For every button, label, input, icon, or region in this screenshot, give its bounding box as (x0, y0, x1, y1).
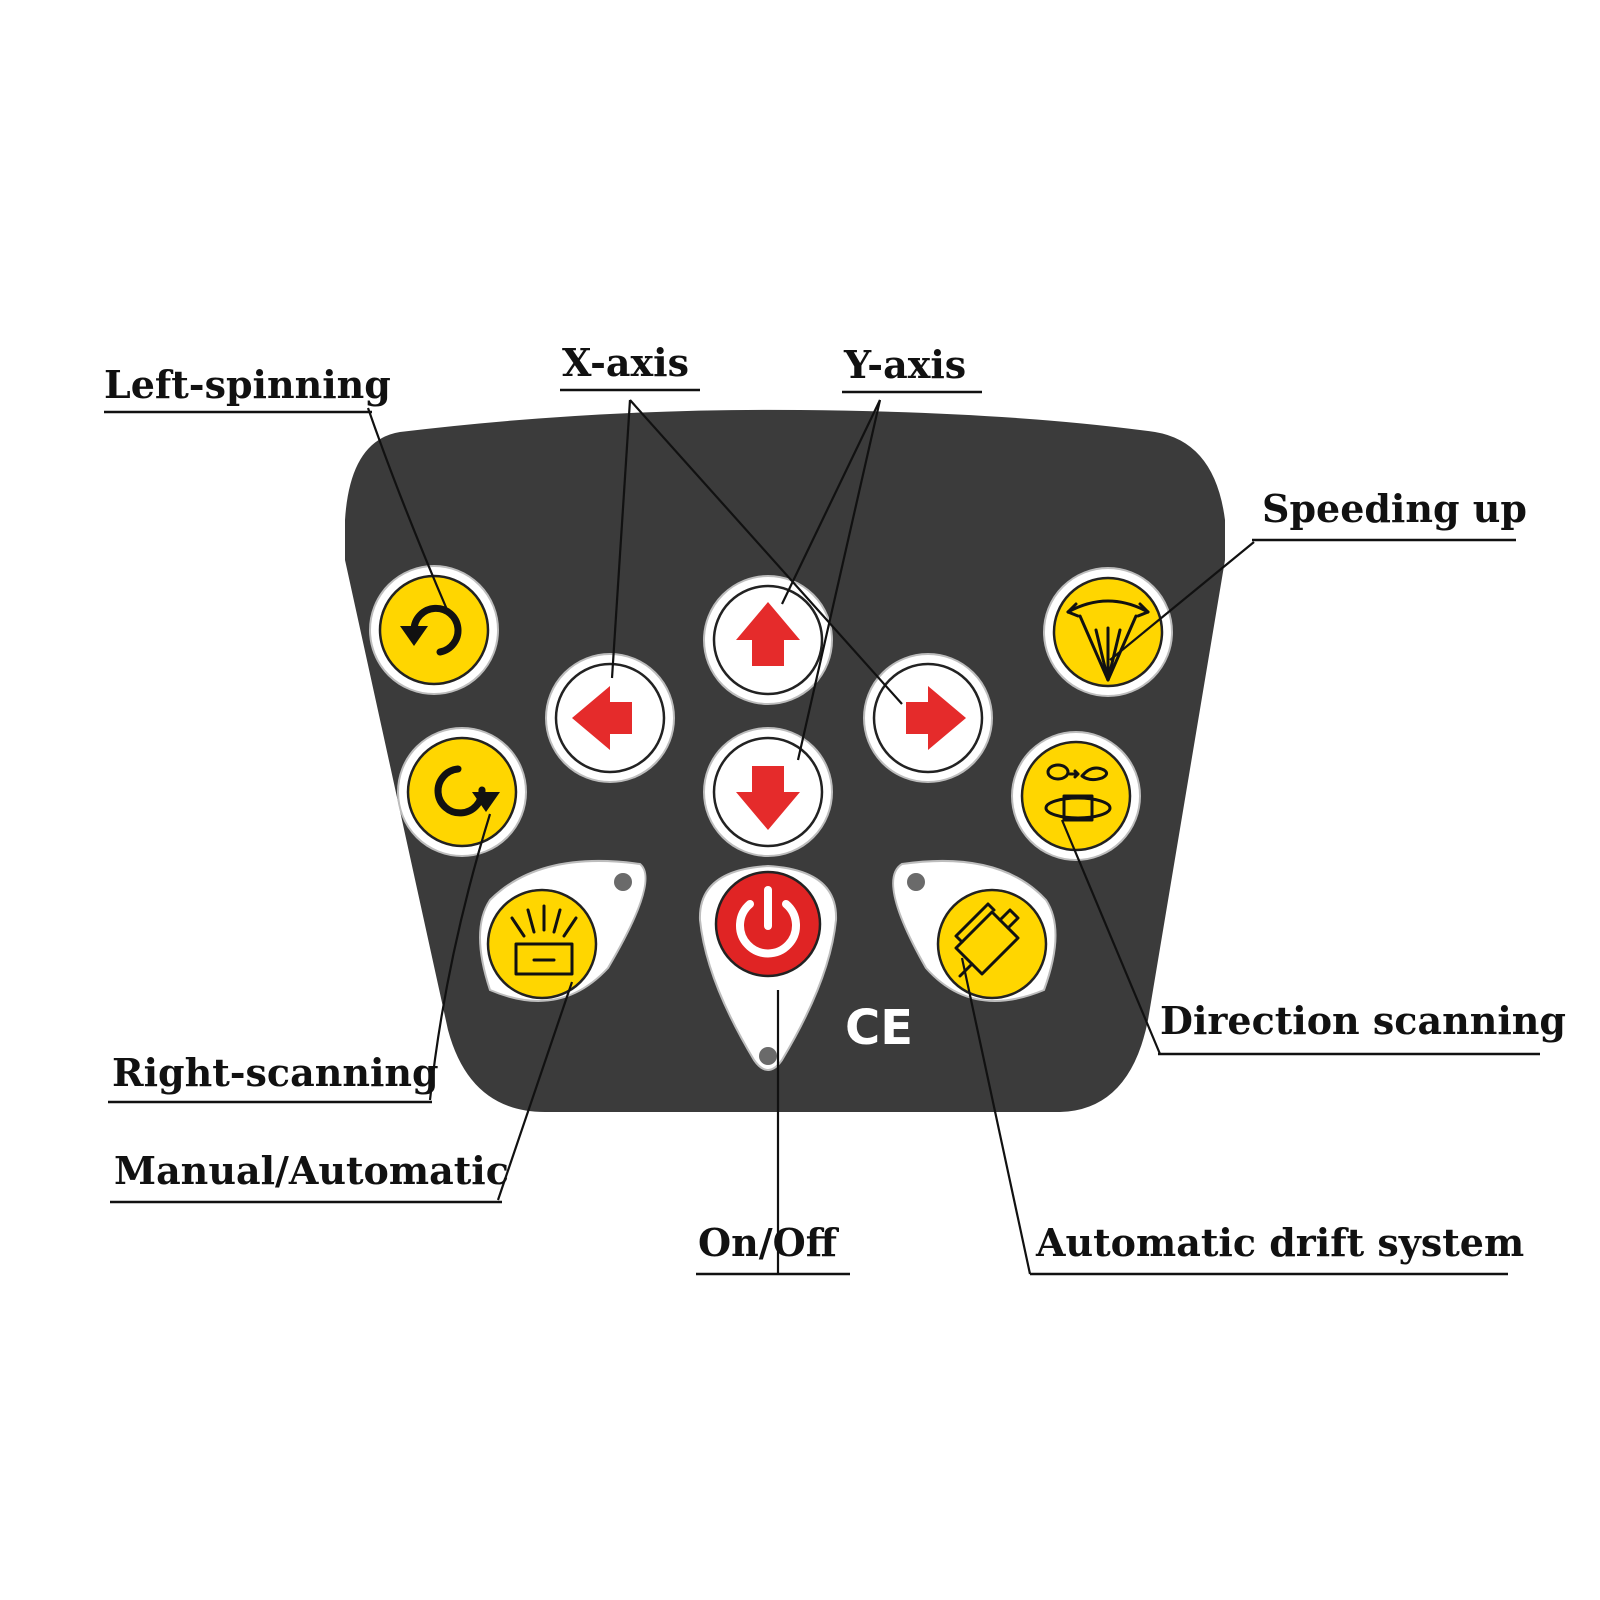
indicator-led (907, 873, 925, 891)
manual-automatic-button[interactable] (479, 859, 647, 1002)
label-manual-automatic-text: Manual/Automatic (114, 1148, 509, 1193)
label-right-scanning: Right-scanning (108, 1050, 439, 1104)
leader-left-spinning (366, 407, 450, 613)
arrow-left-icon (572, 686, 632, 750)
leader-lines (366, 399, 1255, 1275)
label-x-axis: X-axis (560, 340, 700, 392)
label-right-scanning-text: Right-scanning (112, 1050, 439, 1095)
y-axis-up-button[interactable] (703, 575, 833, 705)
indicator-led (614, 873, 632, 891)
leveling-icon (510, 904, 578, 976)
label-direction-scanning-text: Direction scanning (1160, 998, 1566, 1043)
label-automatic-drift-system: Automatic drift system (1030, 1220, 1524, 1276)
on-off-button[interactable] (698, 864, 838, 1071)
leader-direction-scanning (1060, 819, 1162, 1055)
label-on-off-text: On/Off (698, 1220, 840, 1265)
label-y-axis-text: Y-axis (843, 342, 966, 387)
label-on-off: On/Off (696, 1220, 850, 1276)
rotate-right-icon (434, 765, 500, 817)
left-spinning-button[interactable] (369, 565, 499, 695)
tilt-device-icon (954, 902, 1020, 978)
leader-x-axis-b (629, 399, 903, 705)
leader-y-axis-a (781, 399, 881, 605)
label-speeding-up: Speeding up (1252, 486, 1527, 542)
leader-manual-automatic (496, 981, 574, 1201)
leader-right-scanning (428, 813, 492, 1101)
label-left-spinning: Left-spinning (104, 362, 391, 414)
power-icon (736, 886, 800, 958)
y-axis-down-button[interactable] (703, 727, 833, 857)
label-automatic-drift-system-text: Automatic drift system (1035, 1220, 1524, 1265)
right-scanning-button[interactable] (397, 727, 527, 857)
ce-mark: CE (845, 1000, 913, 1056)
speeding-up-button[interactable] (1043, 567, 1173, 697)
leader-speeding-up (1109, 541, 1255, 661)
leader-x-axis-a (610, 399, 632, 679)
label-speeding-up-text: Speeding up (1262, 486, 1527, 531)
leader-y-axis-b (796, 399, 882, 761)
fan-scan-icon (1066, 599, 1150, 682)
label-left-spinning-text: Left-spinning (104, 362, 391, 407)
arrow-down-icon (736, 766, 800, 830)
label-x-axis-text: X-axis (562, 340, 689, 385)
x-axis-right-button[interactable] (863, 653, 993, 783)
indicator-led (759, 1047, 777, 1065)
arrow-right-icon (906, 686, 966, 750)
direction-scanning-button[interactable] (1011, 731, 1141, 861)
label-manual-automatic: Manual/Automatic (110, 1148, 509, 1204)
x-axis-left-button[interactable] (545, 653, 675, 783)
rotation-speed-icon (1044, 763, 1112, 822)
label-y-axis: Y-axis (842, 342, 982, 394)
label-direction-scanning: Direction scanning (1158, 998, 1566, 1056)
rotate-left-icon (400, 604, 462, 656)
arrow-up-icon (736, 602, 800, 666)
leader-automatic-drift-system (960, 957, 1032, 1275)
